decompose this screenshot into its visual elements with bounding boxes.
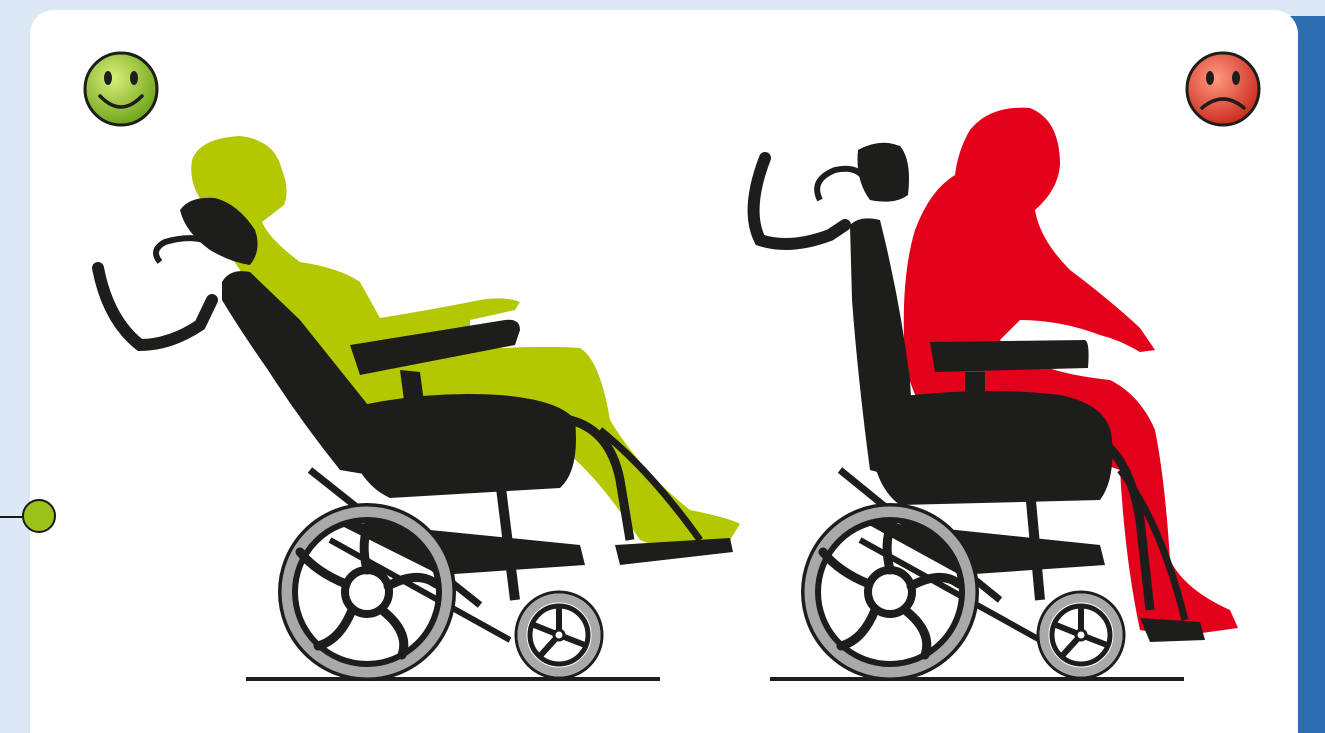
front-caster-wheel (516, 592, 602, 678)
sad-face-icon (1187, 53, 1259, 125)
ground-line (246, 677, 660, 681)
ground-line (770, 677, 1184, 681)
bad-posture-panel (754, 53, 1259, 681)
front-caster-wheel (1038, 592, 1124, 678)
happy-face-icon (85, 53, 157, 125)
good-posture-panel (85, 53, 740, 681)
